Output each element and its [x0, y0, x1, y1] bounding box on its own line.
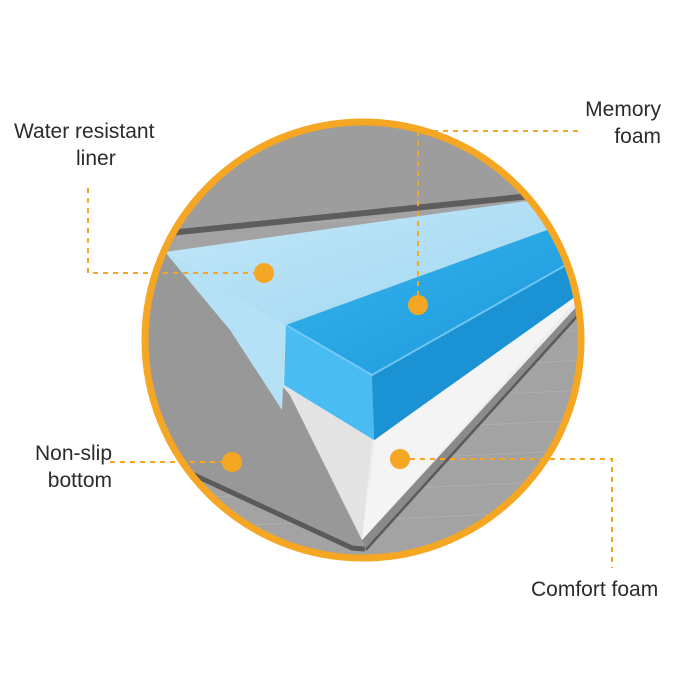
cutaway-view: [145, 122, 581, 558]
leader-memory-foam: [417, 130, 578, 303]
callout-dots: [222, 263, 428, 472]
memory-foam-top-face: [286, 218, 581, 375]
label-non-slip-bottom: Non-slip bottom: [18, 440, 112, 494]
bottom-edge: [145, 447, 366, 552]
leader-comfort-foam: [400, 458, 613, 568]
leader-lines: [87, 130, 613, 568]
leader-water-resistant-liner: [87, 188, 262, 274]
label-memory-foam: Memory foam: [560, 96, 661, 150]
dot-comfort-foam: [390, 449, 410, 469]
dot-memory-foam: [408, 295, 428, 315]
label-non-slip-bottom-line1: Non-slip: [34, 442, 112, 465]
comfort-foam-right-face: [362, 285, 581, 540]
label-non-slip-bottom-line2: bottom: [47, 469, 112, 492]
dot-non-slip-bottom: [222, 452, 242, 472]
magnifier-ring: [141, 118, 585, 562]
label-memory-foam-line1: Memory: [585, 98, 661, 121]
label-comfort-foam-line1: Comfort foam: [531, 578, 659, 601]
dot-water-resistant-liner: [254, 263, 274, 283]
liner-side-face: [165, 252, 286, 410]
label-water-resistant-liner-line2: liner: [76, 147, 116, 170]
label-comfort-foam: Comfort foam: [531, 576, 658, 603]
memory-foam-highlight: [285, 247, 581, 377]
memory-foam-front-face: [372, 248, 581, 440]
label-memory-foam-line2: foam: [614, 125, 661, 148]
memory-foam-left-face: [284, 325, 374, 440]
liner-top-face: [165, 198, 580, 325]
label-water-resistant-liner-line1: Water resistant: [14, 120, 155, 143]
label-water-resistant-liner: Water resistant liner: [14, 118, 154, 172]
